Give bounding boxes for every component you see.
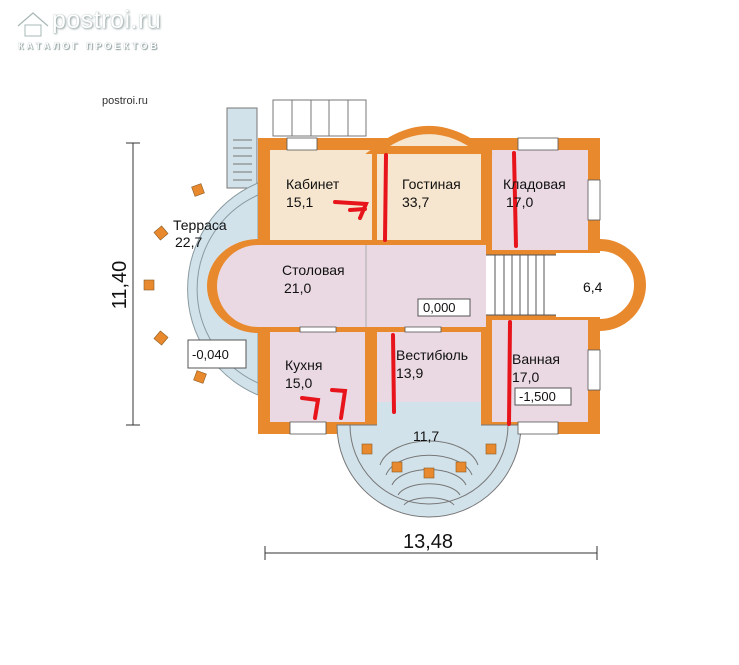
bathroom-name: Ванная [512, 351, 560, 367]
windows [286, 137, 601, 435]
site-subtitle: КАТАЛОГ ПРОЕКТОВ [18, 41, 160, 51]
dining-area: 21,0 [284, 280, 311, 296]
red-annotations [300, 151, 518, 426]
pantry-area: 17,0 [506, 194, 533, 210]
width-dimension-line [264, 546, 598, 560]
vestibule-name: Вестибюль [396, 347, 468, 363]
study-name: Кабинет [286, 176, 340, 192]
pantry-floor [492, 150, 588, 250]
left-stair-top [226, 107, 258, 189]
vestibule-area: 13,9 [396, 365, 423, 381]
home-logo-icon [16, 10, 50, 37]
bathroom-area: 17,0 [512, 369, 539, 385]
height-dimension-line [126, 142, 140, 426]
stair-floor [486, 255, 556, 315]
study-area: 15,1 [286, 194, 313, 210]
porch-area [336, 402, 522, 518]
terrace-name: Терраса [173, 217, 227, 233]
right-bay-area: 6,4 [583, 279, 603, 295]
living-area: 33,7 [402, 194, 429, 210]
living-bay [365, 126, 493, 154]
study-floor [270, 150, 372, 240]
main-level: 0,000 [423, 300, 456, 315]
bathroom-level: -1,500 [519, 389, 556, 404]
watermark-url: postroi.ru [102, 95, 148, 107]
terrace-level: -0,040 [192, 347, 229, 362]
pantry-name: Кладовая [503, 176, 566, 192]
exterior-walls [228, 138, 600, 434]
porch-area-label: 11,7 [413, 428, 439, 444]
main-stair [486, 254, 556, 316]
kitchen-area: 15,0 [285, 375, 312, 391]
top-pergola [272, 99, 367, 137]
site-logo-text[interactable]: postroi.ru [52, 6, 162, 34]
living-name: Гостиная [402, 176, 461, 192]
height-dim-label: 11,40 [109, 261, 131, 310]
kitchen-name: Кухня [285, 357, 322, 373]
bathroom-floor [492, 320, 588, 422]
living-floor [377, 150, 481, 240]
terrace-area: 22,7 [175, 234, 202, 250]
width-dim-label: 13,48 [403, 531, 453, 553]
dining-name: Столовая [282, 262, 345, 278]
